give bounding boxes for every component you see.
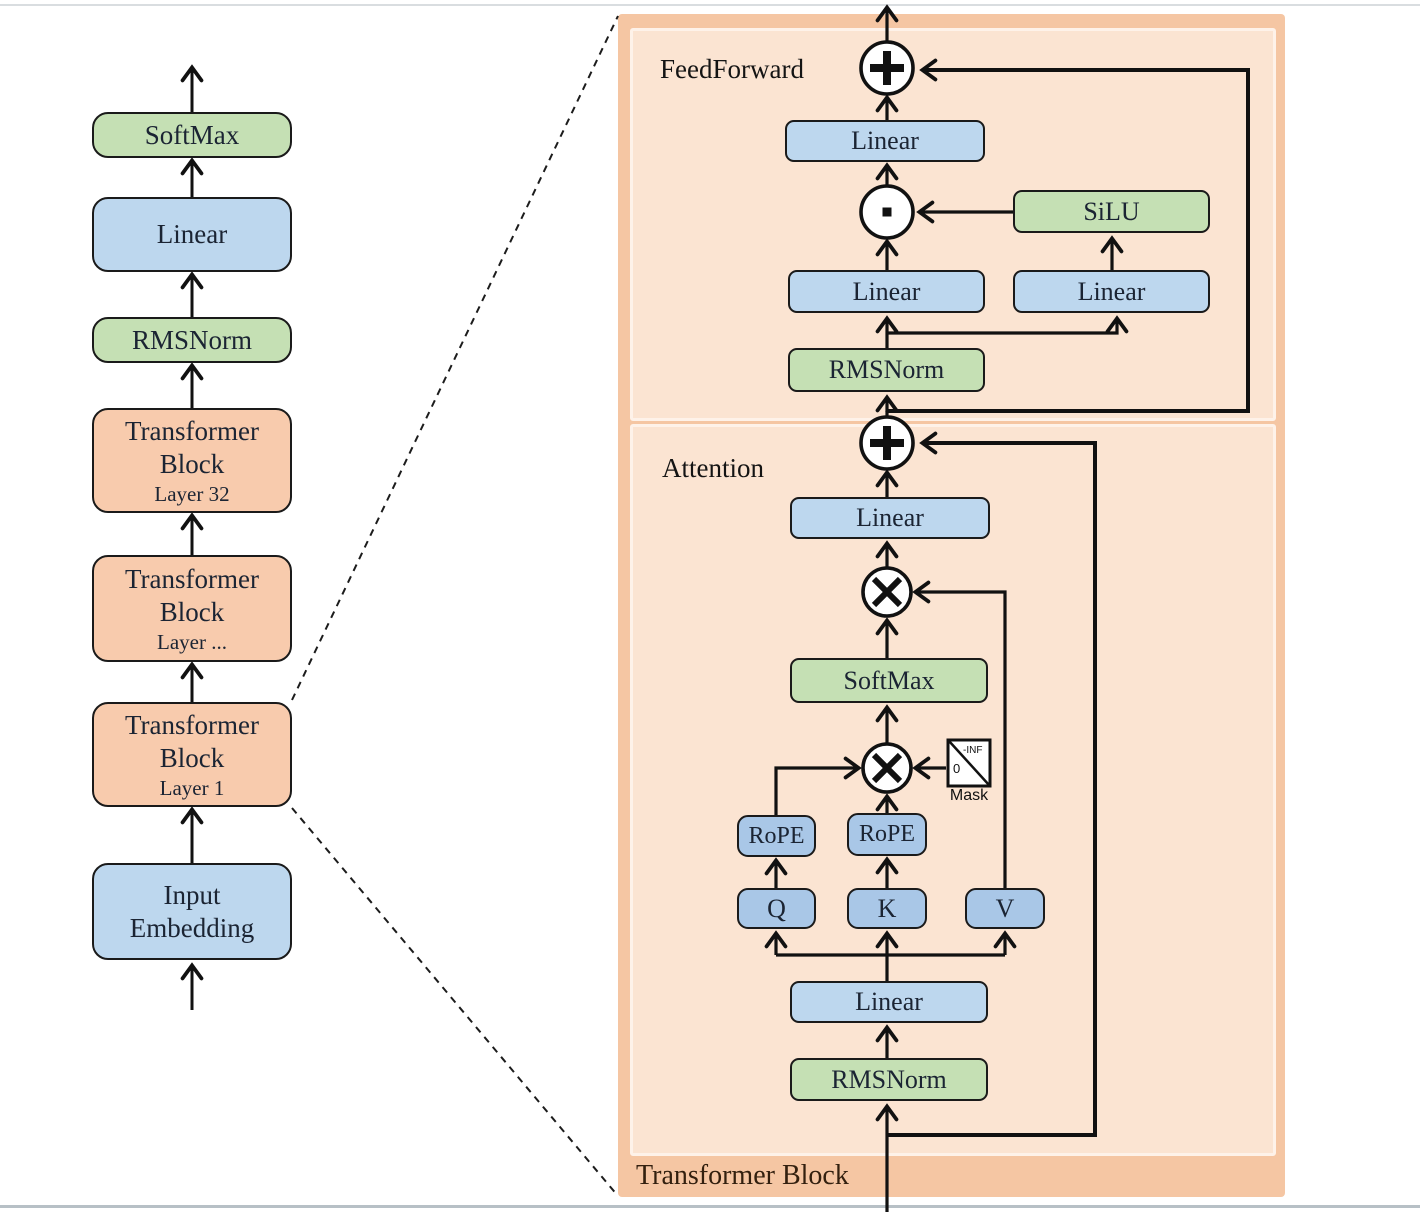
block-title-line: Transformer — [125, 709, 259, 740]
top-border-line — [0, 4, 1420, 6]
block-title-line: Block — [159, 448, 225, 479]
mask-label: Mask — [949, 787, 989, 804]
feedforward-arrows — [875, 4, 1129, 418]
transformer-block-layer-1: Transformer Block Layer 1 — [92, 702, 292, 807]
elementwise-multiply-icon — [859, 184, 915, 240]
ff-gate-linear-label: Linear — [852, 276, 921, 306]
ff-gate-linear-block: Linear — [788, 270, 985, 313]
attn-qkv-linear-block: Linear — [790, 981, 988, 1023]
value-block: V — [965, 888, 1045, 929]
attention-residual-arrow — [887, 431, 1097, 1137]
bottom-border-line — [0, 1205, 1420, 1208]
rope-k-block: RoPE — [847, 813, 927, 856]
ff-output-linear-label: Linear — [851, 126, 919, 155]
input-embedding-block: Input Embedding — [92, 863, 292, 960]
add-icon-attention — [859, 415, 915, 471]
attn-qkv-linear-label: Linear — [855, 987, 923, 1016]
ff-rmsnorm-block: RMSNorm — [788, 348, 985, 392]
input-embedding-line: Input — [163, 879, 221, 910]
attention-section-label: Attention — [662, 453, 764, 483]
rope-k-label: RoPE — [858, 821, 915, 847]
block-title-line: Block — [159, 742, 225, 773]
add-icon-feedforward — [859, 40, 915, 96]
transformer-block-layer-dots: Transformer Block Layer ... — [92, 555, 292, 662]
attn-output-linear-label: Linear — [856, 503, 924, 532]
attention-section-panel — [630, 424, 1276, 1156]
ff-up-linear-block: Linear — [1013, 270, 1210, 313]
stack-linear-block: Linear — [92, 197, 292, 272]
attention-arrows — [764, 469, 1017, 1212]
attn-softmax-label: SoftMax — [843, 665, 935, 695]
block-layer-label: Layer 1 — [159, 775, 225, 800]
attn-rmsnorm-block: RMSNorm — [790, 1058, 988, 1101]
stack-rmsnorm-block: RMSNorm — [92, 317, 292, 363]
zoom-guide-dashed-lines — [291, 15, 619, 1197]
attn-output-linear-block: Linear — [790, 497, 990, 539]
block-layer-label: Layer ... — [157, 629, 227, 654]
stack-softmax-block: SoftMax — [92, 112, 292, 158]
query-block: Q — [737, 888, 816, 929]
key-block: K — [847, 888, 927, 929]
attn-softmax-block: SoftMax — [790, 658, 988, 703]
stack-rmsnorm-label: RMSNorm — [131, 324, 253, 355]
ff-rmsnorm-label: RMSNorm — [828, 355, 945, 384]
block-title-line: Block — [159, 596, 225, 627]
mask-neg-inf-label: -INF — [963, 745, 983, 756]
key-label: K — [877, 893, 897, 923]
block-title-line: Transformer — [125, 563, 259, 594]
transformer-block-panel-label: Transformer Block — [636, 1160, 849, 1191]
matmul-icon-q-k — [861, 742, 913, 794]
rope-q-label: RoPE — [748, 822, 805, 849]
ff-up-linear-label: Linear — [1077, 276, 1146, 306]
ff-silu-label: SiLU — [1083, 196, 1140, 226]
block-layer-label: Layer 32 — [154, 481, 230, 506]
attn-rmsnorm-label: RMSNorm — [831, 1064, 947, 1094]
feedforward-residual-arrow — [887, 58, 1250, 413]
matmul-icon-prob-v — [861, 566, 913, 618]
mask-zero-label: 0 — [953, 761, 961, 776]
ff-silu-block: SiLU — [1013, 190, 1210, 233]
stack-linear-label: Linear — [156, 219, 228, 249]
feedforward-section-label: FeedForward — [660, 54, 804, 84]
stack-softmax-label: SoftMax — [144, 119, 240, 150]
block-title-line: Transformer — [125, 415, 259, 446]
transformer-block-layer-32: Transformer Block Layer 32 — [92, 408, 292, 513]
ff-output-linear-block: Linear — [785, 120, 985, 162]
value-label: V — [995, 893, 1015, 923]
causal-mask-icon — [946, 738, 992, 788]
input-embedding-line: Embedding — [129, 912, 255, 943]
query-label: Q — [767, 893, 786, 923]
rope-q-block: RoPE — [737, 815, 816, 857]
